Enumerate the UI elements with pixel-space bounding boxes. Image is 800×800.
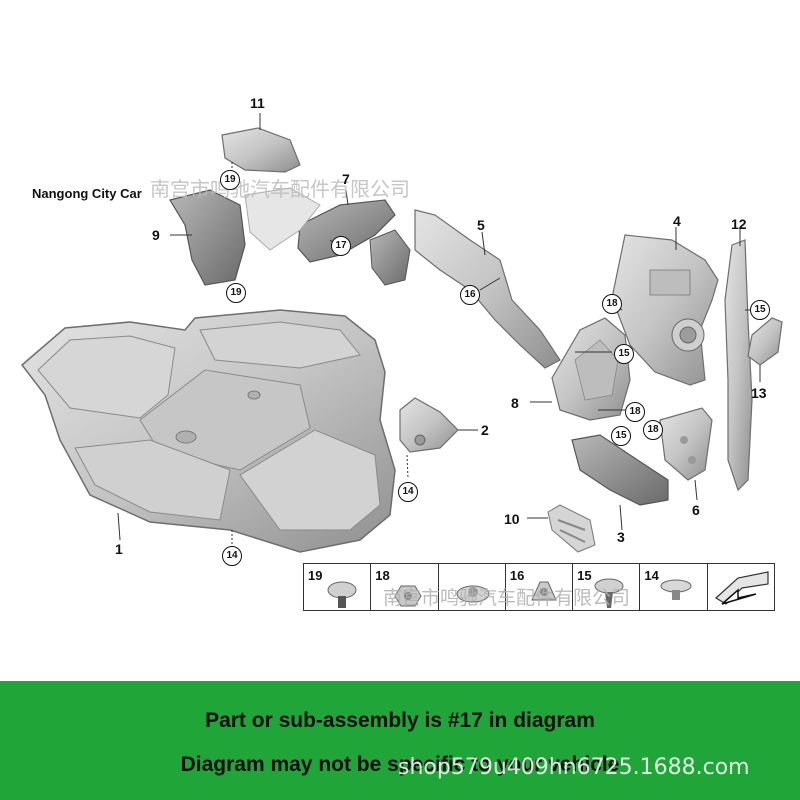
hex-nut-icon xyxy=(394,585,422,607)
part-7-insulation xyxy=(244,187,396,263)
part-2-bracket xyxy=(399,397,478,479)
part-label-11: 11 xyxy=(250,95,265,111)
callout-15: 15 xyxy=(614,344,634,364)
part-label-5: 5 xyxy=(477,217,485,233)
legend-number: 19 xyxy=(308,568,323,583)
legend-cell: 18 xyxy=(371,564,439,610)
part-label-12: 12 xyxy=(731,216,747,232)
fastener-legend: 19 18 16 xyxy=(303,563,775,611)
legend-cell xyxy=(708,564,774,610)
part-8-arch-liner xyxy=(530,317,631,421)
legend-cell: 19 xyxy=(304,564,372,610)
legend-number: 16 xyxy=(509,568,525,583)
legend-cell: 16 xyxy=(506,564,574,610)
legend-cell: 15 xyxy=(573,564,641,610)
part-3-lower-panel xyxy=(571,434,669,531)
part-label-8: 8 xyxy=(511,395,519,411)
part-label-2: 2 xyxy=(481,422,489,438)
legend-cell: 14 xyxy=(640,564,708,610)
part-label-4: 4 xyxy=(673,213,681,229)
legend-number: 15 xyxy=(577,568,592,583)
part-label-3: 3 xyxy=(617,529,625,545)
diagram-drawing xyxy=(20,113,783,553)
callout-14: 14 xyxy=(398,482,418,502)
callout-16: 16 xyxy=(460,285,480,305)
clip-nut-icon xyxy=(531,581,557,601)
shop-watermark: shop579u409hn6725.1688.com xyxy=(398,755,750,780)
part-label-10: 10 xyxy=(504,511,520,527)
legend-number: 18 xyxy=(375,568,390,583)
direction-arrow-icon xyxy=(714,571,769,605)
flange-nut-icon xyxy=(456,585,490,603)
spring-clip-icon xyxy=(660,579,692,600)
callout-18: 18 xyxy=(625,402,645,422)
banner-line-2: Diagram may not be specific to your vehi… xyxy=(180,753,620,776)
callout-18: 18 xyxy=(602,294,622,314)
brand-label: Nangong City Car xyxy=(32,186,142,201)
legend-number: 14 xyxy=(644,568,659,583)
part-6-side-bracket xyxy=(659,407,713,501)
callout-17: 17 xyxy=(331,236,351,256)
callout-19: 19 xyxy=(220,170,240,190)
callout-14: 14 xyxy=(222,546,242,566)
part-label-7: 7 xyxy=(342,171,350,187)
push-rivet-icon xyxy=(327,581,357,608)
callout-19: 19 xyxy=(226,283,246,303)
part-12-rail xyxy=(724,228,753,492)
part-13-block xyxy=(747,317,783,382)
part-label-1: 1 xyxy=(115,541,123,557)
part-11-top-cover xyxy=(221,113,301,173)
part-label-13: 13 xyxy=(751,385,767,401)
callout-15: 15 xyxy=(750,300,770,320)
legend-cell xyxy=(439,564,506,610)
banner-line-1: Part or sub-assembly is #17 in diagram xyxy=(205,709,595,732)
part-10-clips xyxy=(527,504,596,553)
part-9-left-housing xyxy=(169,189,246,286)
callout-18: 18 xyxy=(643,420,663,440)
info-banner: Part or sub-assembly is #17 in diagram D… xyxy=(0,681,800,800)
part-5-strut xyxy=(369,209,561,369)
part-4-firewall-panel xyxy=(611,227,719,386)
expanding-rivet-icon xyxy=(594,578,624,608)
part-label-6: 6 xyxy=(692,502,700,518)
part-1-underbody-shield xyxy=(20,309,396,553)
callout-15: 15 xyxy=(611,426,631,446)
part-label-9: 9 xyxy=(152,227,160,243)
